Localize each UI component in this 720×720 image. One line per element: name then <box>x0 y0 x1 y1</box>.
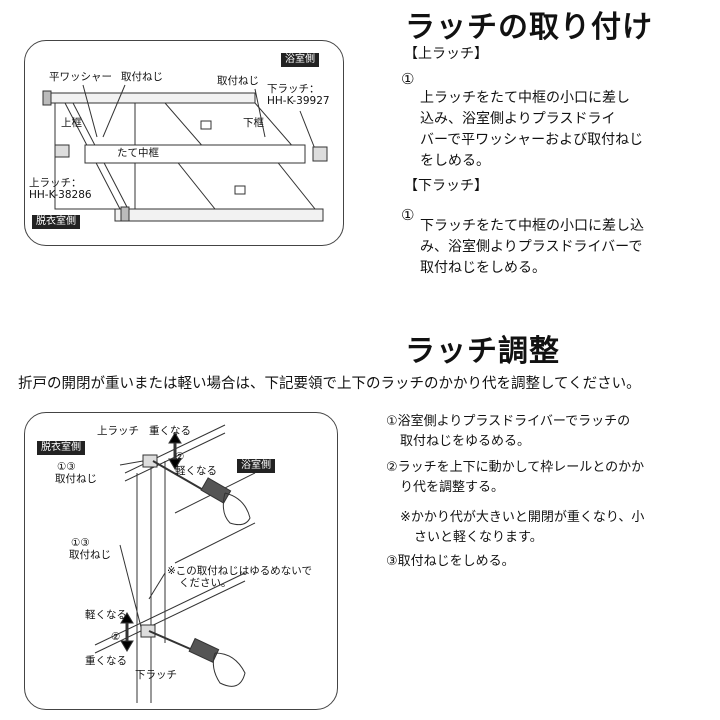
note-line-2: さいと軽くなります。 <box>414 530 543 545</box>
adjust-step-2: ②ラッチを上下に動かして枠レールとのかか り代を調整する。 <box>386 458 644 498</box>
note-label-line-2: ください。 <box>179 577 232 589</box>
mount-screw-label-b: 取付ねじ <box>69 549 111 561</box>
step2-line-2: り代を調整する。 <box>400 480 505 495</box>
upper-frame-label: 上框 <box>61 117 82 129</box>
lower-latch-label: 下ラッチ： <box>267 83 320 95</box>
bathroom-side-tag-2: 浴室側 <box>237 459 275 473</box>
step-13-mark-a: ①③ <box>57 461 76 473</box>
upper-line-3: バーで平ワッシャーおよび取付ねじ <box>420 132 644 148</box>
note-label-line-1: ※この取付ねじはゆるめないで <box>167 565 312 577</box>
adjust-figure-drawing <box>94 424 256 703</box>
step2-line-1: ②ラッチを上下に動かして枠レールとのかか <box>386 460 645 475</box>
lower-latch-header: 【下ラッチ】 <box>404 178 488 194</box>
upper-step-number: ① <box>401 70 415 88</box>
mount-screw-label: 取付ねじ <box>121 71 163 83</box>
vertical-mid-frame-label: たて中框 <box>117 147 159 159</box>
adjust-figure: 上ラッチ 重くなる 脱衣室側 ② 軽くなる 浴室側 ①③ 取付ねじ ①③ 取付ね… <box>24 412 338 710</box>
install-figure-drawing <box>42 84 328 222</box>
upper-line-2: 込み、浴室側よりプラスドライ <box>420 111 616 127</box>
step1-line-1: ①浴室側よりプラスドライバーでラッチの <box>386 414 631 429</box>
adjust-intro: 折戸の開閉が重いまたは軽い場合は、下記要領で上下のラッチのかかり代を調整してくだ… <box>18 376 641 392</box>
step-2-mark-a: ② <box>175 451 185 463</box>
lighter-label: 軽くなる <box>175 465 217 477</box>
install-title: ラッチの取り付け <box>405 10 653 45</box>
heavier-label-2: 重くなる <box>85 655 127 667</box>
lighter-label-2: 軽くなる <box>85 609 127 621</box>
upper-line-1: 上ラッチをたて中框の小口に差し <box>420 90 630 106</box>
lower-frame-label: 下框 <box>243 117 264 129</box>
step-13-mark-b: ①③ <box>71 537 90 549</box>
install-figure: 浴室側 脱衣室側 平ワッシャー 取付ねじ 取付ねじ 下ラッチ： HH-K-399… <box>24 40 344 246</box>
upper-line-4: をしめる。 <box>420 153 490 169</box>
adjust-step-3: ③取付ねじをしめる。 <box>386 554 515 569</box>
dressing-side-tag: 脱衣室側 <box>32 215 80 229</box>
lower-line-2: み、浴室側よりプラスドライバーで <box>420 239 643 255</box>
bathroom-side-tag: 浴室側 <box>281 53 319 67</box>
adjust-title: ラッチ調整 <box>405 334 560 369</box>
upper-latch-code: HH-K-38286 <box>29 189 92 201</box>
heavier-label: 重くなる <box>149 425 191 437</box>
note-line-1: ※かかり代が大きいと開閉が重くなり、小 <box>400 510 645 525</box>
mount-screw-label-2: 取付ねじ <box>217 75 259 87</box>
lower-line-3: 取付ねじをしめる。 <box>420 260 546 276</box>
lower-latch-label-2: 下ラッチ <box>135 669 177 681</box>
lower-latch-instructions: 下ラッチをたて中框の小口に差し込 み、浴室側よりプラスドライバーで 取付ねじをし… <box>420 216 644 279</box>
upper-latch-instructions: 上ラッチをたて中框の小口に差し 込み、浴室側よりプラスドライ バーで平ワッシャー… <box>420 88 643 172</box>
step-2-mark-b: ② <box>111 631 121 643</box>
lower-step-number: ① <box>401 206 415 224</box>
upper-latch-label: 上ラッチ： <box>29 177 82 189</box>
lower-latch-code: HH-K-39927 <box>267 95 330 107</box>
step1-line-2: 取付ねじをゆるめる。 <box>400 434 531 449</box>
flat-washer-label: 平ワッシャー <box>49 71 112 83</box>
mount-screw-label-a: 取付ねじ <box>55 473 97 485</box>
adjust-note: ※かかり代が大きいと開閉が重くなり、小 さいと軽くなります。 <box>400 508 644 548</box>
upper-latch-header: 【上ラッチ】 <box>404 46 488 62</box>
dressing-side-tag-2: 脱衣室側 <box>37 441 85 455</box>
upper-latch-label-2: 上ラッチ <box>97 425 139 437</box>
adjust-step-1: ①浴室側よりプラスドライバーでラッチの 取付ねじをゆるめる。 <box>386 412 630 452</box>
lower-line-1: 下ラッチをたて中框の小口に差し込 <box>420 218 644 234</box>
